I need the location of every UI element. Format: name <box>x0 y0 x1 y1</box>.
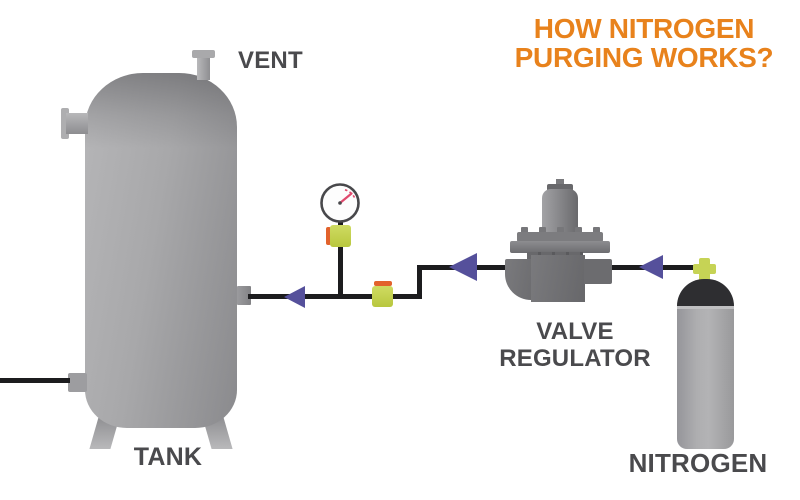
valve-regulator-label: VALVE REGULATOR <box>475 318 675 372</box>
gas-cylinder-icon <box>677 306 734 449</box>
page-title: HOW NITROGEN PURGING WORKS? <box>503 14 785 72</box>
nitrogen-label: NITROGEN <box>628 448 768 478</box>
gauge-valve-handle <box>326 227 331 245</box>
cylinder-valve-icon <box>693 264 716 274</box>
regulator-valve-icon <box>531 255 585 302</box>
valve-regulator-label-line2: REGULATOR <box>499 345 651 372</box>
tank-side-nozzle-flange <box>61 108 69 139</box>
page-title-line1: HOW NITROGEN <box>533 13 755 44</box>
line-valve-icon <box>372 286 393 307</box>
gauge-valve-icon <box>330 225 351 247</box>
regulator-flange <box>510 241 610 253</box>
regulator-bolt <box>575 227 582 233</box>
inlet-pipe-lower <box>248 294 422 299</box>
tank-drain-nozzle-icon <box>68 373 87 392</box>
tank-label: TANK <box>133 443 203 471</box>
pipe-elbow-riser <box>417 265 422 299</box>
regulator-bolt <box>539 227 546 233</box>
regulator-body-right <box>584 259 612 284</box>
regulator-flange-upper <box>517 232 603 242</box>
vent-nozzle-icon <box>197 56 210 80</box>
vent-nozzle-flange <box>192 50 215 58</box>
regulator-bolt <box>557 227 564 233</box>
regulator-cap-stem <box>556 179 564 188</box>
drain-pipe <box>0 378 70 383</box>
page-title-line2: PURGING WORKS? <box>514 42 774 73</box>
tank-icon <box>85 73 237 428</box>
gauge-stem-pipe <box>338 218 343 299</box>
tank-side-nozzle-icon <box>66 113 88 134</box>
regulator-bolt <box>521 227 528 233</box>
regulator-cap <box>547 184 573 191</box>
vent-label: VENT <box>238 47 303 74</box>
tank-inlet-nozzle-icon <box>237 286 251 305</box>
flow-arrow-icon <box>639 255 663 279</box>
line-valve-handle <box>374 281 392 286</box>
regulator-bolt <box>593 227 600 233</box>
pressure-gauge-icon <box>320 183 360 223</box>
valve-regulator-label-line1: VALVE <box>536 318 614 345</box>
flow-arrow-icon <box>449 253 477 281</box>
flow-arrow-icon <box>284 286 305 308</box>
